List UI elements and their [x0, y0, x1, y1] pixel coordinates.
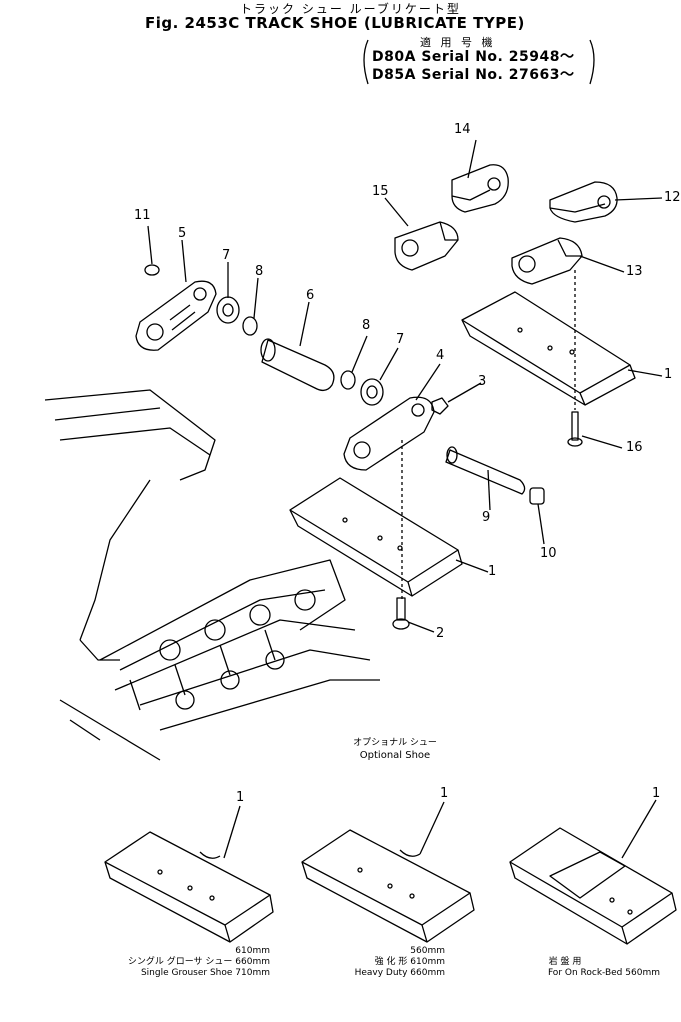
size-660: 660mm	[235, 957, 270, 967]
optional-shoe-label: Optional Shoe	[359, 750, 431, 761]
leader-9	[487, 469, 491, 511]
master-link-15	[394, 221, 459, 271]
leader-5	[181, 239, 187, 283]
leader-opt2	[419, 801, 445, 855]
caption-rock-bed: 岩 盤 用 For On Rock-Bed 560mm	[510, 957, 660, 979]
leader-3	[447, 382, 482, 403]
leader-8a	[253, 277, 259, 319]
link-5	[135, 280, 217, 351]
callout-7b: 7	[396, 332, 405, 347]
track-shoe-upper	[461, 291, 636, 406]
name-single-grouser: Single Grouser Shoe	[140, 968, 233, 978]
machine-assembly	[44, 389, 380, 761]
size-610-hd: 610mm	[410, 957, 445, 967]
leader-7b	[379, 347, 399, 381]
serial-line-2: D85A Serial No. 27663～	[372, 67, 575, 83]
bracket-left	[363, 39, 369, 85]
optional-shoe-single-grouser	[104, 831, 274, 943]
callout-opt-1: 1	[236, 790, 245, 805]
seal-7a	[216, 296, 240, 324]
leader-13	[579, 255, 625, 273]
link-4	[343, 396, 435, 471]
callout-15: 15	[372, 184, 389, 199]
leader-opt3	[621, 799, 657, 859]
callout-13: 13	[626, 264, 643, 279]
leader-10	[537, 503, 545, 545]
callout-9: 9	[482, 510, 491, 525]
leader-2	[407, 621, 435, 633]
name-jp-single-grouser: シングル グローサ シュー	[127, 957, 233, 967]
leader-15	[384, 197, 409, 227]
leader-11	[147, 225, 153, 265]
leader-opt1	[223, 805, 241, 859]
size-560-rb: 560mm	[625, 968, 660, 978]
size-560: 560mm	[410, 946, 445, 956]
callout-1-middle: 1	[488, 564, 497, 579]
name-heavy-duty: Heavy Duty	[354, 968, 408, 978]
callout-2: 2	[436, 626, 445, 641]
callout-8a: 8	[255, 264, 264, 279]
caption-single-grouser: 610mm シングル グローサ シュー 660mm Single Grouser…	[100, 946, 270, 979]
bushing-6	[260, 338, 335, 392]
title-japanese: トラック シュー ルーブリケート型	[240, 2, 461, 16]
callout-opt-2: 1	[440, 786, 449, 801]
callout-3: 3	[478, 374, 487, 389]
ring-8a	[242, 316, 258, 336]
leader-8b	[351, 335, 368, 373]
ring-8b	[340, 370, 356, 390]
optional-shoe-heavy-duty	[301, 829, 475, 943]
leader-4	[415, 363, 441, 401]
size-610: 610mm	[235, 946, 270, 956]
callout-5: 5	[178, 226, 187, 241]
callout-16: 16	[626, 440, 643, 455]
callout-10: 10	[540, 546, 557, 561]
seal-7b	[360, 378, 384, 406]
leader-1-upper	[627, 369, 663, 377]
figure-title: Fig. 2453C TRACK SHOE (LUBRICATE TYPE)	[145, 14, 525, 32]
master-link-13	[511, 237, 583, 285]
callout-7a: 7	[222, 248, 231, 263]
callout-4: 4	[436, 348, 445, 363]
track-shoe-middle	[289, 477, 463, 597]
callout-14: 14	[454, 122, 471, 137]
applicable-models-japanese: 適 用 号 機	[420, 36, 496, 49]
pin-9	[445, 446, 526, 495]
leader-1-middle	[455, 559, 489, 573]
name-rock-bed: For On Rock-Bed	[547, 968, 623, 978]
callout-6: 6	[306, 288, 315, 303]
link-cover-12	[549, 181, 618, 223]
serial-line-1: D80A Serial No. 25948～	[372, 49, 575, 65]
bolt-2	[392, 597, 410, 630]
leader-12	[614, 197, 663, 201]
name-jp-heavy-duty: 強 化 形	[374, 957, 408, 967]
leader-16	[581, 435, 623, 449]
optional-shoe-rock-bed	[509, 827, 677, 945]
leader-14	[467, 139, 477, 179]
caption-heavy-duty: 560mm 強 化 形 610mm Heavy Duty 660mm	[300, 946, 445, 979]
size-660-hd: 660mm	[410, 968, 445, 978]
bolt-16	[567, 411, 583, 447]
bushing-11	[144, 264, 160, 276]
name-jp-rock-bed: 岩 盤 用	[548, 957, 582, 967]
size-710: 710mm	[235, 968, 270, 978]
callout-8b: 8	[362, 318, 371, 333]
callout-12: 12	[664, 190, 681, 205]
spacer-10	[529, 487, 545, 505]
callout-opt-3: 1	[652, 786, 661, 801]
bracket-right	[589, 39, 595, 85]
callout-1-upper: 1	[664, 367, 673, 382]
optional-shoe-label-jp: オプショナル シュー	[353, 738, 437, 748]
callout-11: 11	[134, 208, 151, 223]
link-cover-14	[451, 164, 509, 213]
leader-6	[299, 301, 310, 347]
nut-3	[431, 397, 449, 415]
